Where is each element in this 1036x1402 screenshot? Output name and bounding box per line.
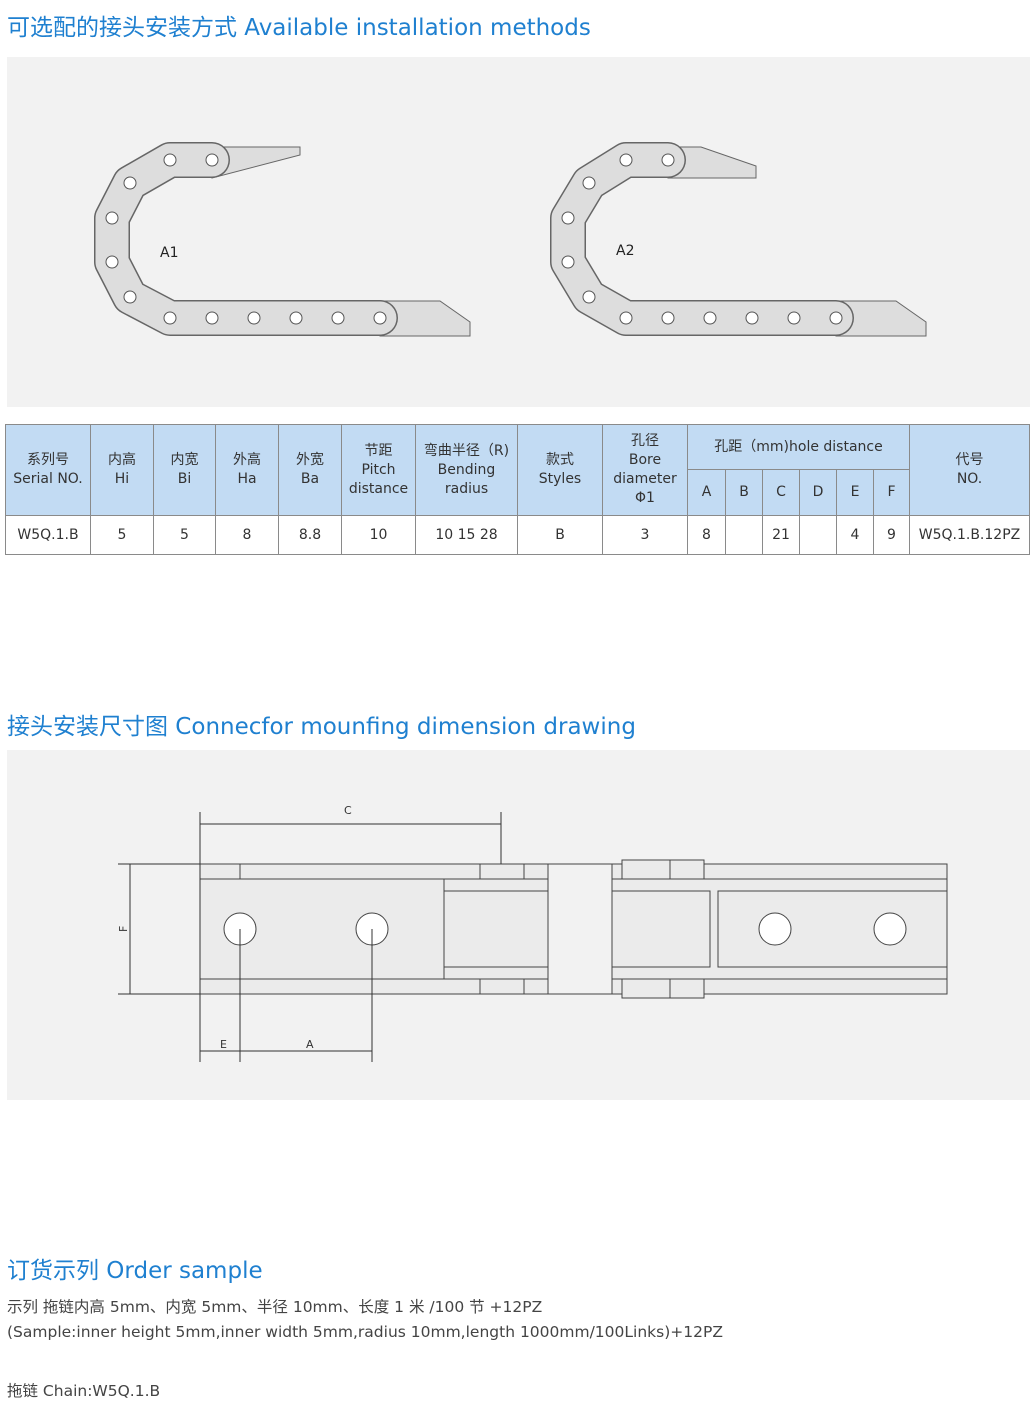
cell	[725, 515, 763, 555]
cell: 21	[762, 515, 800, 555]
chain-drawings: A1 A2	[94, 142, 927, 337]
order-chain: 拖链 Chain:W5Q.1.B	[7, 1382, 161, 1400]
header-d: D	[799, 469, 837, 516]
cell: 4	[836, 515, 874, 555]
header-hole-distance: 孔距（mm)hole distance	[687, 424, 910, 470]
label-a1: A1	[160, 245, 178, 261]
cell: 5	[153, 515, 216, 555]
cell: 8	[215, 515, 279, 555]
order-sample-cn: 示列 拖链内高 5mm、内宽 5mm、半径 10mm、长度 1 米 /100 节…	[7, 1298, 543, 1316]
dimension-drawing-panel: C F E A	[7, 750, 1030, 1100]
chain-a1: A1	[94, 142, 471, 337]
header-f: F	[873, 469, 910, 516]
dim-f-label: F	[117, 926, 130, 932]
dimension-drawing: C F E A	[117, 804, 948, 1062]
cell: W5Q.1.B	[5, 515, 91, 555]
cell: 8	[687, 515, 726, 555]
cell: W5Q.1.B.12PZ	[909, 515, 1030, 555]
cell: 9	[873, 515, 910, 555]
header-e: E	[836, 469, 874, 516]
section-title-dimension: 接头安装尺寸图 Connecfor mounfing dimension dra…	[7, 714, 636, 740]
installation-drawing-panel: A1 A2	[7, 57, 1030, 407]
label-a2: A2	[616, 243, 634, 259]
section-title-order: 订货示列 Order sample	[7, 1258, 263, 1284]
header-a: A	[687, 469, 726, 516]
cell: 10 15 28	[415, 515, 518, 555]
cell: 8.8	[278, 515, 342, 555]
cell	[799, 515, 837, 555]
dim-e-label: E	[220, 1038, 227, 1051]
dim-a-label: A	[306, 1038, 314, 1051]
chain-a2: A2	[550, 142, 927, 337]
order-sample-en: (Sample:inner height 5mm,inner width 5mm…	[7, 1323, 723, 1341]
dim-c-label: C	[344, 804, 352, 817]
header-b: B	[725, 469, 763, 516]
header-c: C	[762, 469, 800, 516]
cell: 10	[341, 515, 416, 555]
cell: 3	[602, 515, 688, 555]
cell: B	[517, 515, 603, 555]
cell: 5	[90, 515, 154, 555]
section-title-installation: 可选配的接头安装方式 Available installation method…	[7, 15, 591, 41]
